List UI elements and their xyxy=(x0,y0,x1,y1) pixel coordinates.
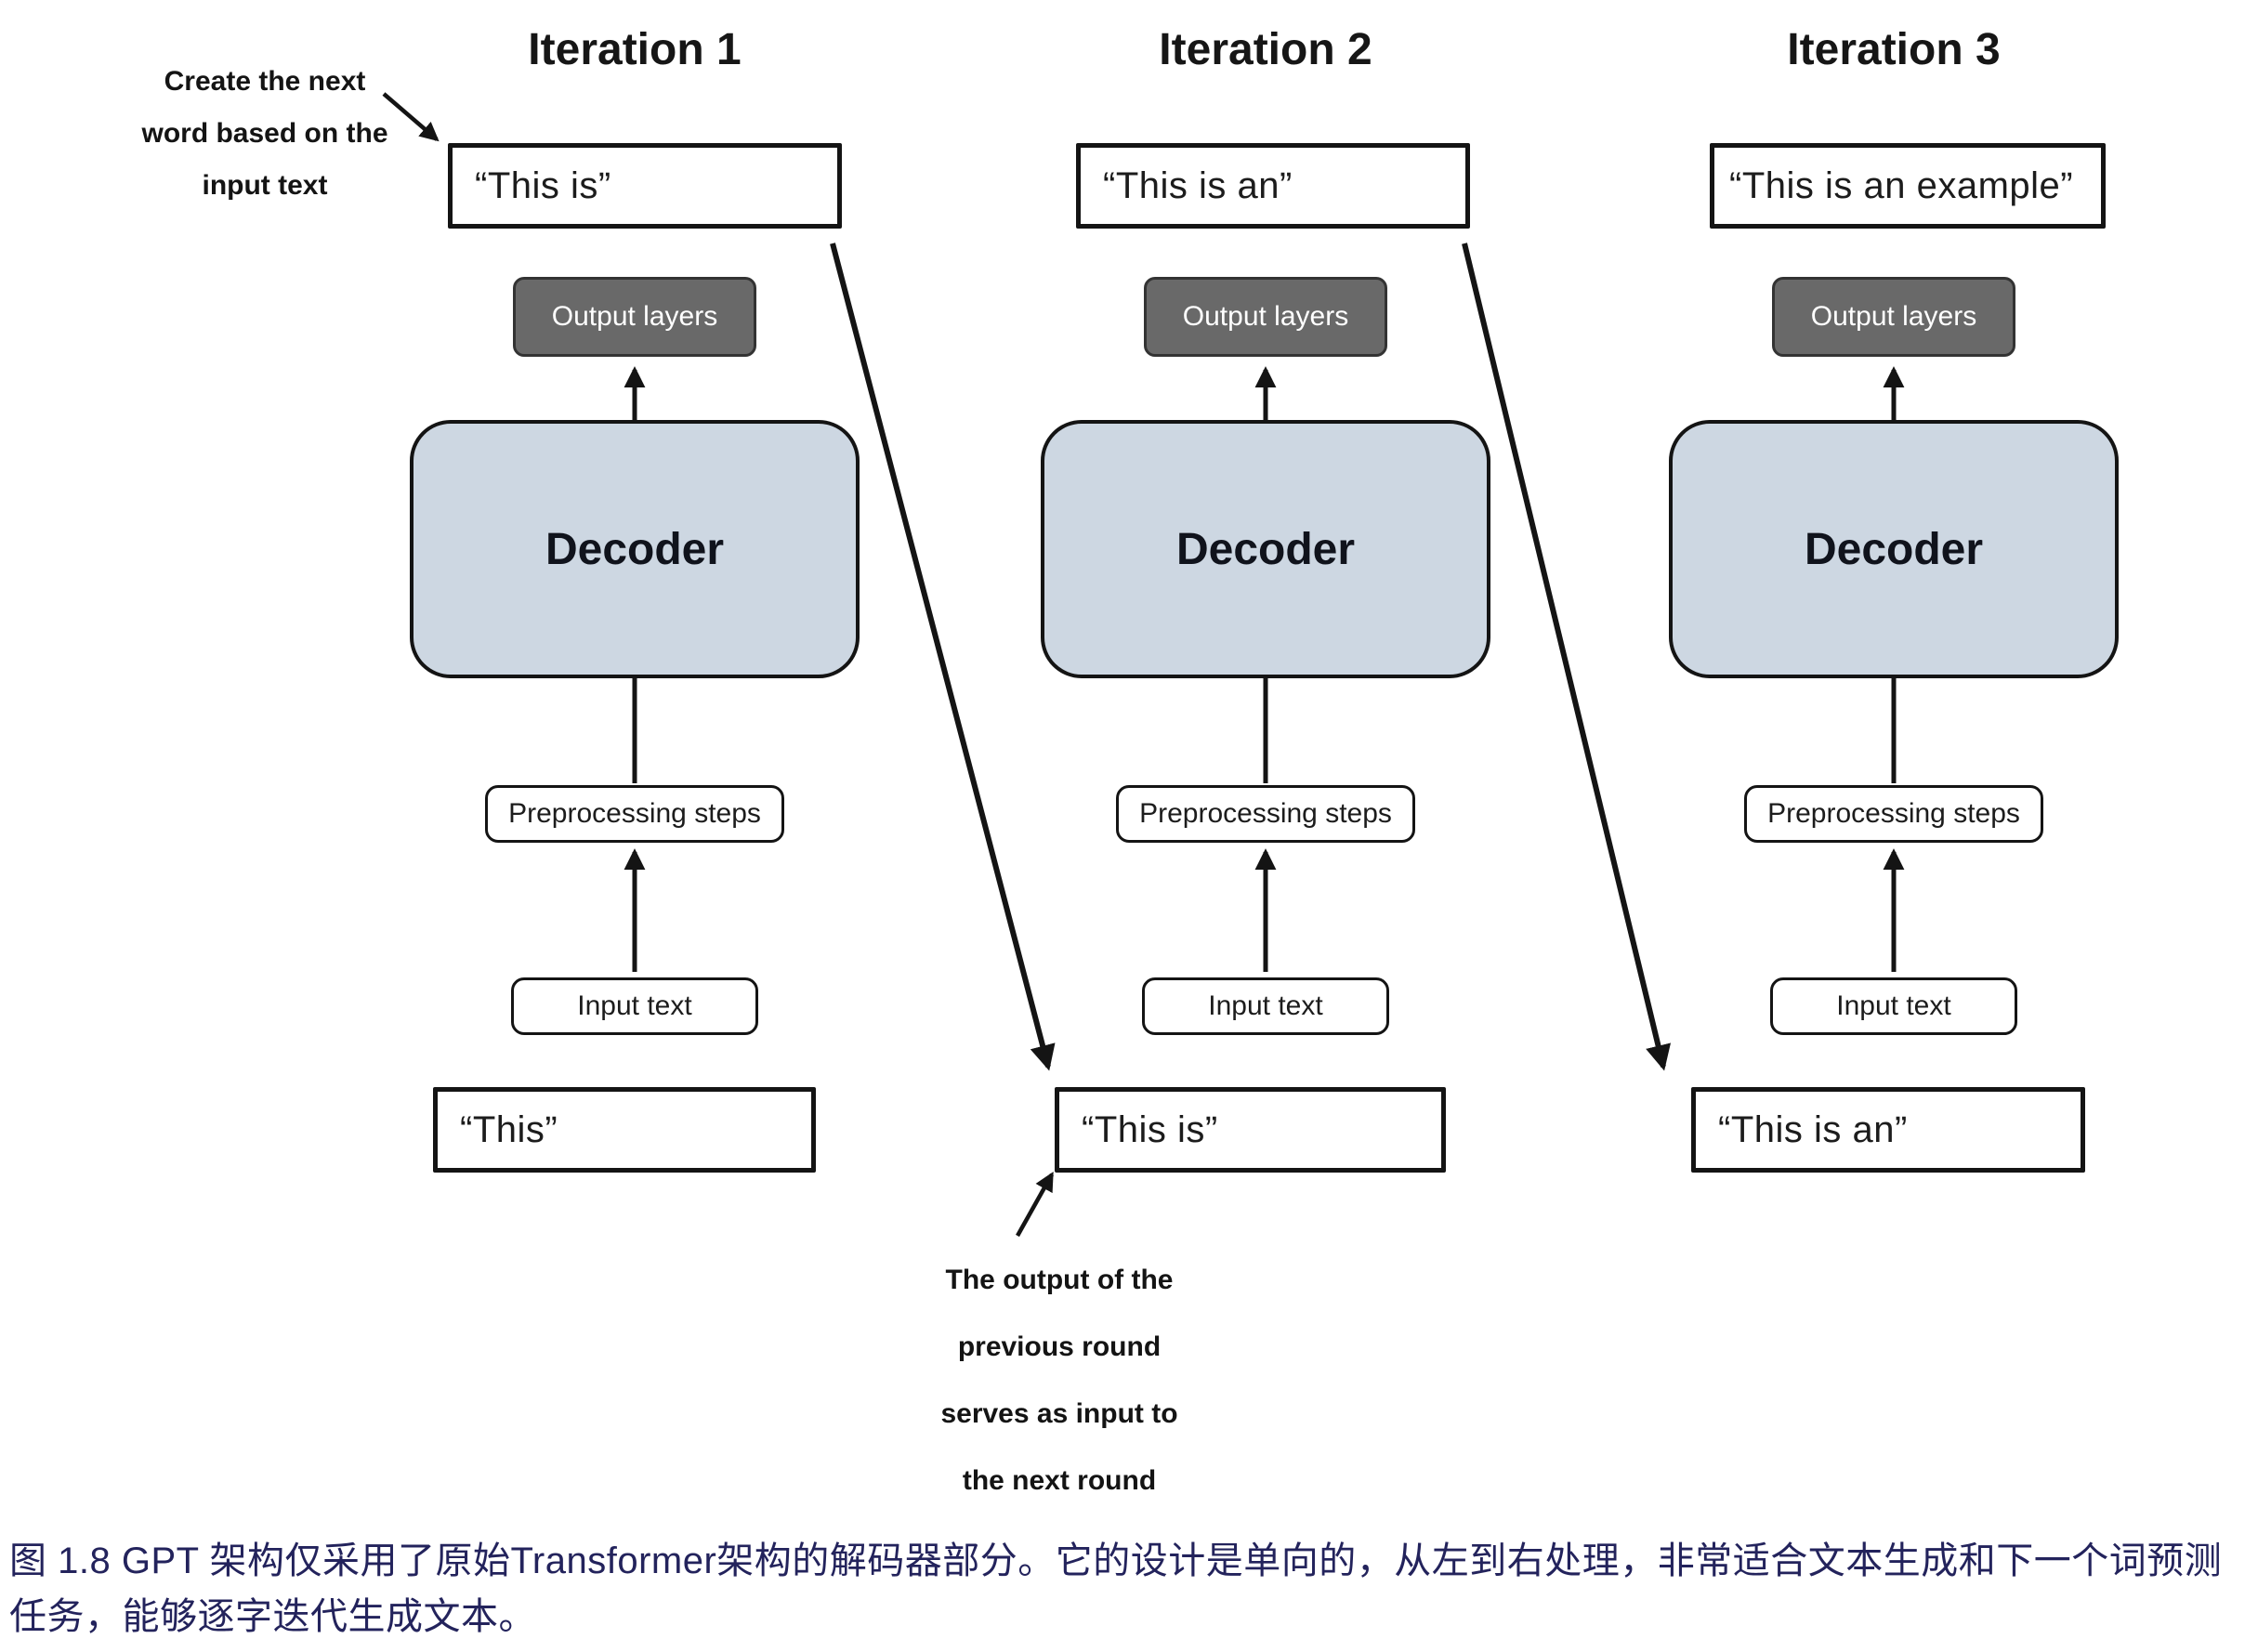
preprocessing-box-3: Preprocessing steps xyxy=(1744,785,2043,843)
decoder-box-1: Decoder xyxy=(410,420,860,678)
annotation-create-next-line: Create the next xyxy=(164,66,366,97)
arrow-output1-to-input2 xyxy=(830,243,1056,1071)
bottom-input-box-3: “This is an” xyxy=(1691,1087,2085,1173)
annotation-output-loop-line: The output of the xyxy=(945,1265,1174,1295)
iteration-1-title: Iteration 1 xyxy=(528,25,742,74)
bottom-input-box-1: “This” xyxy=(433,1087,816,1173)
input-text-box-1: Input text xyxy=(511,977,758,1035)
decoder-box-3: Decoder xyxy=(1669,420,2119,678)
decoder-box-2: Decoder xyxy=(1041,420,1490,678)
output-layers-box-1: Output layers xyxy=(513,277,756,357)
output-layers-box-3: Output layers xyxy=(1772,277,2015,357)
preprocessing-box-2: Preprocessing steps xyxy=(1116,785,1415,843)
annotation-output-loop: The output of the previous round serves … xyxy=(897,1247,1222,1514)
figure-caption: 图 1.8 GPT 架构仅采用了原始Transformer架构的解码器部分。它的… xyxy=(9,1541,2223,1637)
iteration-3-title: Iteration 3 xyxy=(1787,25,2001,74)
input-text-box-3: Input text xyxy=(1770,977,2017,1035)
arrow-output2-to-input3 xyxy=(1462,243,1672,1071)
output-text-box-3: “This is an example” xyxy=(1710,143,2106,229)
annotation-create-next-line: input text xyxy=(202,170,328,201)
output-layers-box-2: Output layers xyxy=(1144,277,1387,357)
iteration-2-title: Iteration 2 xyxy=(1159,25,1372,74)
preprocessing-box-1: Preprocessing steps xyxy=(485,785,784,843)
annotation-output-loop-line: serves as input to xyxy=(940,1398,1178,1429)
annotation-output-loop-line: previous round xyxy=(957,1331,1162,1362)
annotation-output-loop-line: the next round xyxy=(962,1465,1157,1496)
annotation-create-next: Create the next word based on the input … xyxy=(112,56,418,212)
bottom-input-box-2: “This is” xyxy=(1055,1087,1446,1173)
output-text-box-1: “This is” xyxy=(448,143,842,229)
output-text-box-2: “This is an” xyxy=(1076,143,1470,229)
arrow-annotation-create-next xyxy=(382,92,440,142)
annotation-create-next-line: word based on the xyxy=(141,118,388,149)
arrow-annotation-output-loop xyxy=(1016,1171,1054,1238)
input-text-box-2: Input text xyxy=(1142,977,1389,1035)
